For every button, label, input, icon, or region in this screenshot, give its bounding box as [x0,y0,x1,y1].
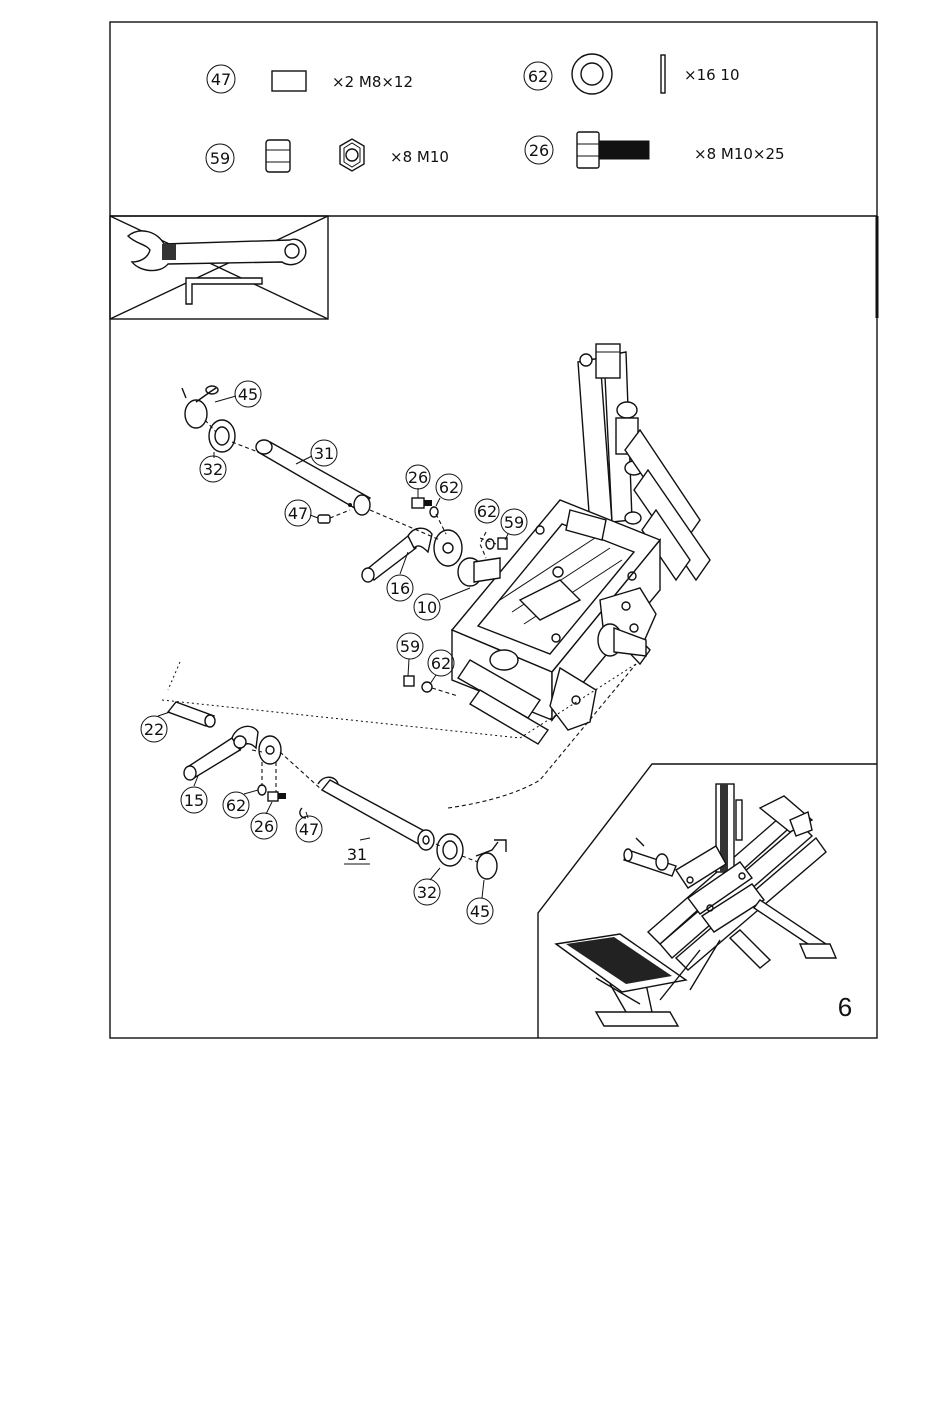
svg-text:16: 16 [390,579,410,598]
svg-text:59: 59 [504,513,524,532]
handle-16 [362,528,432,582]
callout-32: 32 [200,452,226,482]
callout-59: 59 [397,633,423,676]
callout-32: 32 [414,868,440,905]
hardware-part-number: 59 [210,149,230,168]
flange-plate [259,736,281,764]
hardware-item-26: 26 ×8 M10×25 [525,132,785,168]
callout-45: 45 [215,381,261,407]
hardware-item-62: 62 ×16 10 [524,54,740,94]
hardware-spec: ×16 10 [684,66,740,84]
callout-62: 62 [428,650,454,684]
callout-15: 15 [181,776,207,813]
sleeve-31 [318,777,434,850]
step-number: 6 [838,992,852,1022]
svg-text:62: 62 [477,502,497,521]
svg-text:31: 31 [347,845,367,864]
svg-text:32: 32 [203,460,223,479]
pipe-22 [168,702,215,727]
callout-26: 26 [406,465,430,498]
callout-26: 26 [251,802,277,839]
callout-59: 59 [501,509,527,540]
allen-key-icon [186,278,262,304]
svg-text:22: 22 [144,720,164,739]
screw-icon [272,71,306,91]
svg-text:62: 62 [431,654,451,673]
bushing-32 [209,420,235,452]
callout-62: 62 [223,790,258,818]
svg-text:45: 45 [470,902,490,921]
callout-22: 22 [141,712,170,742]
nut-side-icon [266,140,290,172]
svg-text:31: 31 [314,444,334,463]
hardware-spec: ×2 M8×12 [332,73,413,91]
callout-45: 45 [467,880,493,924]
hardware-part-number: 26 [529,141,549,160]
screw-47 [318,515,330,523]
carriage-frame-drawing [452,344,710,744]
hardware-part-number: 62 [528,67,548,86]
washer-icon [572,54,612,94]
hardware-part-number: 47 [211,70,231,89]
callout-47: 47 [296,812,322,842]
bushing-32 [437,834,463,866]
callout-10: 10 [414,588,470,620]
handle-15 [184,726,258,780]
hardware-item-47: 47 ×2 M8×12 [207,65,413,93]
svg-text:32: 32 [417,883,437,902]
callout-62: 62 [475,499,499,523]
svg-text:59: 59 [400,637,420,656]
tools-box [110,216,328,319]
svg-text:15: 15 [184,791,204,810]
bolt-26 [268,792,286,801]
spring-collar-45 [182,386,218,428]
callout-47: 47 [285,500,318,526]
svg-text:26: 26 [408,468,428,487]
washer-62 [258,785,266,795]
nut-59 [404,676,414,686]
hardware-item-59: 59 ×8 M10 [206,139,449,172]
hardware-spec: ×8 M10×25 [694,145,785,163]
svg-text:47: 47 [299,820,319,839]
nut-icon [340,139,364,171]
bolt-icon [577,132,649,168]
overview-inset: 6 [538,764,877,1038]
hardware-spec: ×8 M10 [390,148,449,166]
adjustable-wrench-icon [128,231,306,271]
svg-text:26: 26 [254,817,274,836]
svg-text:47: 47 [288,504,308,523]
bolt-26 [412,498,432,508]
washer-side-icon [661,55,665,93]
spring-collar-45 [476,840,506,879]
svg-text:62: 62 [439,478,459,497]
svg-text:62: 62 [226,796,246,815]
svg-text:45: 45 [238,385,258,404]
assembled-machine-drawing [556,784,836,1026]
svg-text:10: 10 [417,598,437,617]
callout-62: 62 [436,474,462,506]
callout-31: 31 [344,838,370,864]
